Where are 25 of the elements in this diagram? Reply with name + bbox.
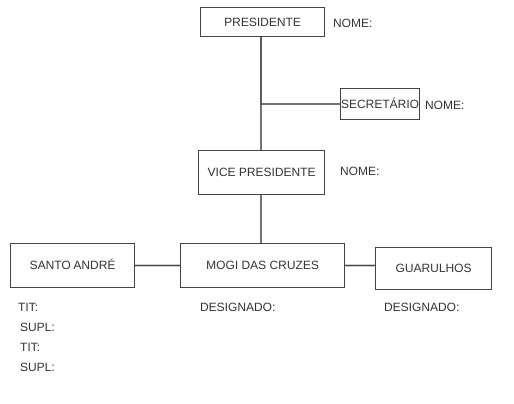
org-box: [200, 7, 325, 37]
org-box: [198, 150, 325, 195]
fill-in-label: DESIGNADO:: [384, 300, 460, 314]
connector-line: [260, 37, 340, 105]
role-title: GUARULHOS: [395, 261, 472, 276]
role-title: VICE PRESIDENTE: [207, 165, 316, 180]
connector-line: [135, 264, 180, 266]
connector-line: [345, 264, 375, 266]
role-title: SECRETÁRIO: [341, 96, 420, 112]
fill-in-label: NOME:: [340, 164, 380, 178]
fill-in-label: SUPL:: [20, 320, 55, 334]
role-title: MOGI DAS CRUZES: [206, 258, 319, 273]
org-box: [340, 88, 420, 120]
fill-in-label: TIT:: [18, 300, 38, 314]
fill-in-label: NOME:: [425, 98, 464, 112]
fill-in-label: DESIGNADO:: [200, 300, 276, 314]
role-title: SANTO ANDRÉ: [30, 258, 116, 273]
org-box: [10, 243, 135, 288]
org-box: [375, 247, 492, 290]
role-title: PRESIDENTE: [224, 14, 301, 30]
fill-in-label: SUPL:: [20, 360, 55, 374]
fill-in-label: NOME:: [333, 16, 372, 30]
org-box: [180, 243, 345, 288]
connector-line: [260, 195, 262, 243]
fill-in-label: TIT:: [20, 340, 40, 354]
